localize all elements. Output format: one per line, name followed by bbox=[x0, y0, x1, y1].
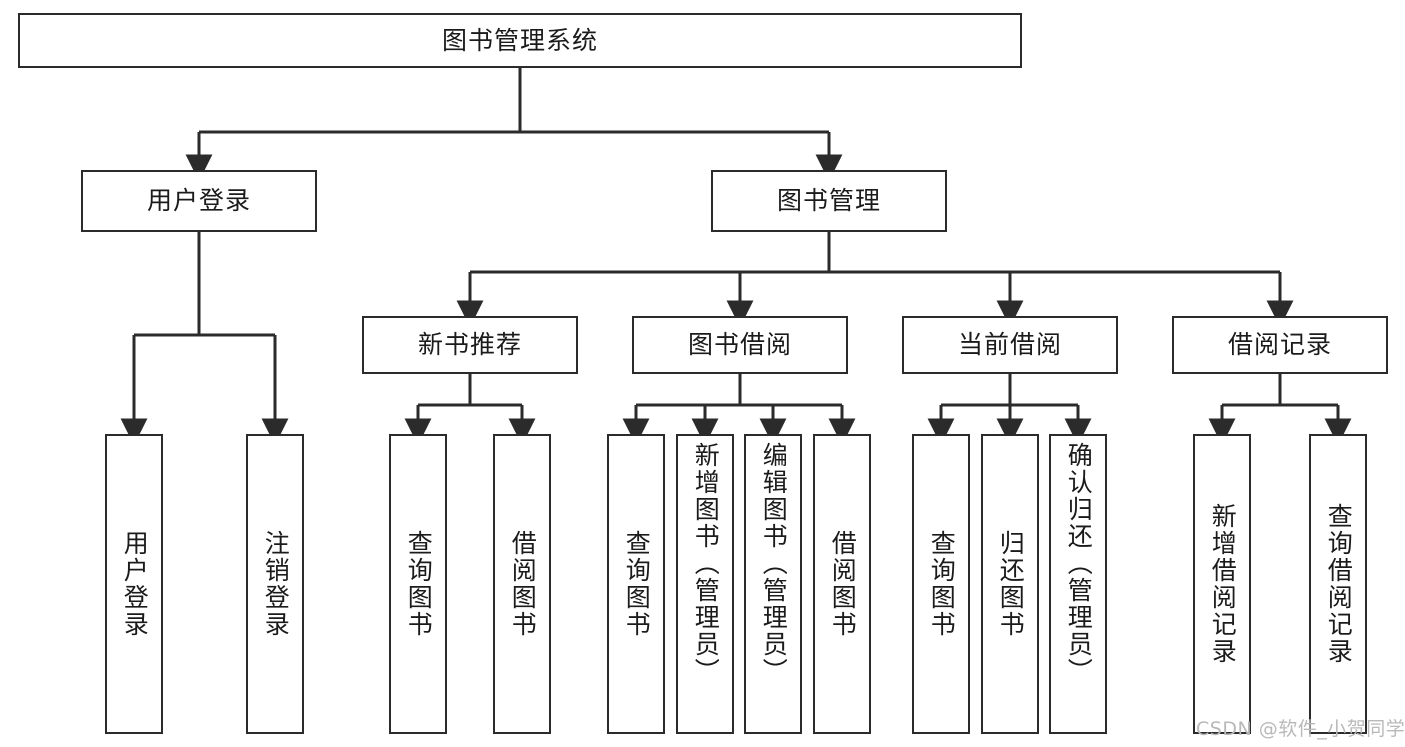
node-leaf-borrow-book-2-label: 借阅图书 bbox=[828, 530, 858, 638]
node-current-borrow-label: 当前借阅 bbox=[957, 330, 1062, 360]
node-borrow-record[interactable]: 借阅记录 bbox=[1172, 316, 1388, 374]
node-leaf-edit-book-label: 编辑图书（管理员） bbox=[759, 442, 789, 685]
node-leaf-query-record-label: 查询借阅记录 bbox=[1324, 503, 1354, 665]
node-leaf-user-logout-label: 注销登录 bbox=[261, 530, 291, 638]
node-leaf-add-book-label: 新增图书（管理员） bbox=[691, 442, 721, 685]
node-leaf-query-record[interactable]: 查询借阅记录 bbox=[1309, 434, 1367, 734]
node-leaf-user-login[interactable]: 用户登录 bbox=[105, 434, 163, 734]
node-leaf-borrow-book-2[interactable]: 借阅图书 bbox=[813, 434, 871, 734]
node-leaf-query-book-3-label: 查询图书 bbox=[927, 530, 957, 638]
node-leaf-query-book-2-label: 查询图书 bbox=[622, 530, 652, 638]
node-leaf-query-book-1[interactable]: 查询图书 bbox=[389, 434, 447, 734]
node-leaf-add-record-label: 新增借阅记录 bbox=[1208, 503, 1238, 665]
node-leaf-add-record[interactable]: 新增借阅记录 bbox=[1193, 434, 1251, 734]
node-root-system[interactable]: 图书管理系统 bbox=[18, 13, 1022, 68]
csdn-watermark: CSDN @软件_小贺同学 bbox=[1196, 718, 1405, 740]
node-leaf-confirm-return-label: 确认归还（管理员） bbox=[1064, 442, 1094, 685]
node-leaf-confirm-return[interactable]: 确认归还（管理员） bbox=[1049, 434, 1107, 734]
node-leaf-return-book-label: 归还图书 bbox=[996, 530, 1026, 638]
node-leaf-user-login-label: 用户登录 bbox=[120, 530, 150, 638]
node-new-book-recommend[interactable]: 新书推荐 bbox=[362, 316, 578, 374]
node-leaf-borrow-book-1[interactable]: 借阅图书 bbox=[493, 434, 551, 734]
node-book-management[interactable]: 图书管理 bbox=[711, 170, 947, 232]
node-leaf-query-book-3[interactable]: 查询图书 bbox=[912, 434, 970, 734]
node-user-login-label: 用户登录 bbox=[146, 186, 251, 216]
node-root-system-label: 图书管理系统 bbox=[441, 25, 598, 55]
node-book-borrow[interactable]: 图书借阅 bbox=[632, 316, 848, 374]
node-leaf-query-book-2[interactable]: 查询图书 bbox=[607, 434, 665, 734]
node-leaf-add-book[interactable]: 新增图书（管理员） bbox=[676, 434, 734, 734]
node-user-login[interactable]: 用户登录 bbox=[81, 170, 317, 232]
node-leaf-user-logout[interactable]: 注销登录 bbox=[246, 434, 304, 734]
node-book-borrow-label: 图书借阅 bbox=[687, 330, 792, 360]
node-new-book-recommend-label: 新书推荐 bbox=[417, 330, 522, 360]
node-leaf-borrow-book-1-label: 借阅图书 bbox=[508, 530, 538, 638]
node-book-management-label: 图书管理 bbox=[776, 186, 881, 216]
node-leaf-edit-book[interactable]: 编辑图书（管理员） bbox=[744, 434, 802, 734]
node-current-borrow[interactable]: 当前借阅 bbox=[902, 316, 1118, 374]
node-leaf-query-book-1-label: 查询图书 bbox=[404, 530, 434, 638]
node-leaf-return-book[interactable]: 归还图书 bbox=[981, 434, 1039, 734]
node-borrow-record-label: 借阅记录 bbox=[1227, 330, 1332, 360]
